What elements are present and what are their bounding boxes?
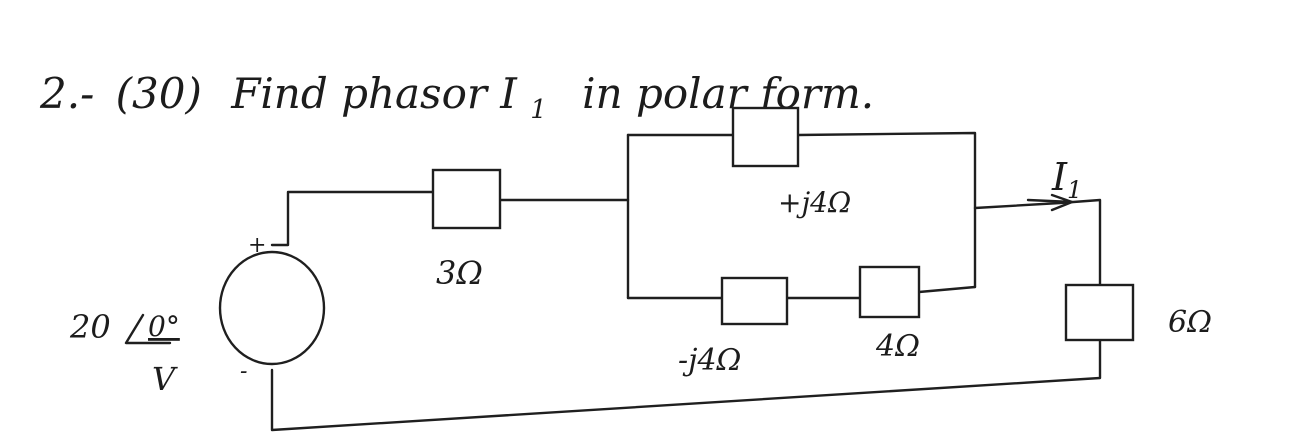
problem-points: (30) bbox=[116, 69, 202, 118]
problem-subscript: 1 bbox=[530, 95, 547, 125]
resistor-4-ohm-icon bbox=[858, 265, 921, 319]
problem-number: 2.- bbox=[39, 69, 94, 118]
resistor-6-ohm-icon bbox=[1064, 283, 1135, 342]
source-magnitude: 20 bbox=[69, 308, 111, 346]
problem-text-tail: in polar form. bbox=[582, 69, 874, 118]
inductor-top-icon bbox=[731, 106, 800, 168]
source-angle: 0° bbox=[148, 310, 180, 343]
label-r-bottom: 4Ω bbox=[875, 329, 920, 364]
capacitor-bottom-icon bbox=[720, 276, 789, 326]
wire-bottom-branch-right bbox=[917, 285, 977, 294]
label-r-series: 3Ω bbox=[436, 254, 483, 292]
wire-return bbox=[270, 338, 1102, 432]
wire-to-load bbox=[973, 198, 1102, 287]
current-arrow-icon bbox=[1026, 193, 1074, 212]
angle-symbol-icon bbox=[124, 313, 172, 345]
label-x-top: +j4Ω bbox=[778, 186, 851, 219]
source-plus: + bbox=[248, 233, 266, 258]
problem-statement: 2.- (30) Find phasor I 1 in polar form. bbox=[39, 69, 874, 128]
voltage-source-icon bbox=[218, 250, 326, 366]
wire-top-branch-right bbox=[796, 131, 977, 289]
problem-text: Find phasor I bbox=[230, 69, 518, 118]
wire-source-top bbox=[270, 190, 435, 247]
label-r-load: 6Ω bbox=[1168, 305, 1212, 340]
label-x-bottom: -j4Ω bbox=[678, 343, 741, 378]
source-unit: V bbox=[152, 360, 178, 398]
current-label: I1 bbox=[1051, 155, 1082, 204]
resistor-3-ohm-icon bbox=[431, 168, 502, 230]
source-minus: - bbox=[240, 359, 247, 384]
